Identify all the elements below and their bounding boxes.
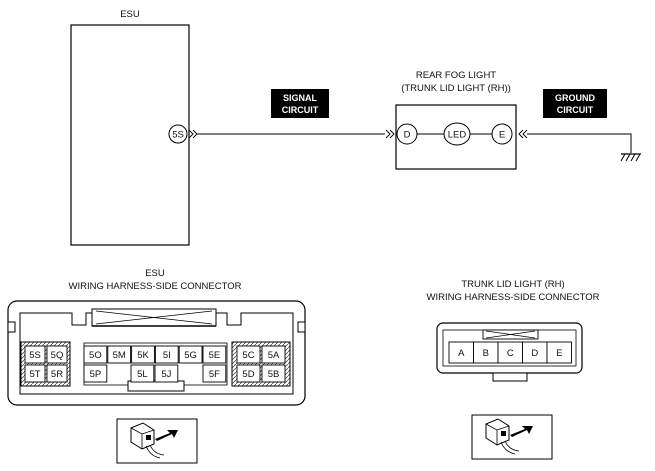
pin-cell: 5T	[24, 364, 46, 383]
pin-label: E	[556, 348, 562, 359]
svg-text:SIGNAL: SIGNAL	[283, 93, 318, 103]
trunk-connector-subtitle: WIRING HARNESS-SIDE CONNECTOR	[427, 292, 600, 303]
pin-label: 5T	[29, 369, 40, 380]
pin-label: 5Q	[51, 350, 64, 361]
fog-pin-e: E	[491, 123, 513, 145]
ground-circuit-badge: GROUND CIRCUIT	[543, 89, 607, 118]
pin-cell: D	[522, 341, 548, 364]
esu-left-pin-block: 5S 5Q 5T 5R	[24, 345, 68, 383]
pin-label: 5P	[90, 369, 102, 380]
ground-wire	[527, 133, 632, 153]
pin-cell: 5A	[261, 345, 286, 364]
fog-pin-d: D	[396, 123, 418, 145]
pin-cell: 5D	[236, 364, 261, 383]
pin-label: 5L	[137, 369, 148, 380]
pin-cell: 5L	[130, 364, 155, 383]
led-element: LED	[443, 122, 471, 146]
esu-right-pin-block: 5C 5A 5D 5B	[236, 345, 286, 383]
svg-text:GROUND: GROUND	[555, 93, 595, 103]
pin-label: 5A	[268, 350, 280, 361]
pin-label: 5G	[184, 350, 197, 361]
pin-cell: 5R	[46, 364, 68, 383]
pin-label: D	[531, 348, 538, 359]
esu-connector-subtitle: WIRING HARNESS-SIDE CONNECTOR	[69, 281, 242, 292]
svg-text:D: D	[404, 130, 411, 141]
pin-cell: 5M	[107, 345, 132, 364]
pin-cell: 5F	[202, 364, 227, 383]
pin-cell: 5I	[154, 345, 179, 364]
pin-label: 5C	[242, 350, 254, 361]
esu-connector-title: ESU	[145, 268, 165, 279]
esu-pin-5s: 5S	[168, 124, 188, 144]
pin-cell: 5Q	[46, 345, 68, 364]
pin-label: 5E	[209, 350, 221, 361]
pin-label: 5B	[268, 369, 280, 380]
pin-label: 5M	[113, 350, 126, 361]
ground-icon	[620, 153, 641, 162]
pin-cell: B	[473, 341, 499, 364]
connector-chevron-icon	[188, 129, 198, 139]
pin-cell: E	[546, 341, 572, 364]
pin-cell: 5G	[178, 345, 203, 364]
svg-text:E: E	[499, 130, 505, 141]
connector-chevron-icon	[518, 129, 528, 139]
connector-chevron-icon	[385, 129, 395, 139]
pin-label: 5I	[163, 350, 171, 361]
pin-cell: C	[497, 341, 523, 364]
pin-cell: 5J	[154, 364, 179, 383]
pin-label: 5D	[242, 369, 254, 380]
pin-label: 5R	[51, 369, 63, 380]
pin-label: 5J	[161, 369, 171, 380]
pin-label: 5K	[137, 350, 149, 361]
pin-cell: 5B	[261, 364, 286, 383]
trunk-connector-title: TRUNK LID LIGHT (RH)	[461, 279, 564, 290]
svg-text:LED: LED	[448, 130, 467, 141]
pin-cell: 5O	[83, 345, 108, 364]
pin-cell: 5C	[236, 345, 261, 364]
pin-label: 5O	[89, 350, 102, 361]
svg-text:CIRCUIT: CIRCUIT	[557, 105, 594, 115]
esu-middle-top-pins: 5O 5M 5K 5I 5G 5E	[83, 345, 227, 364]
esu-pin-label: 5S	[172, 130, 184, 141]
pin-cell: 5P	[83, 364, 108, 383]
trunk-pin-row: A B C D E	[448, 341, 572, 364]
svg-text:CIRCUIT: CIRCUIT	[282, 105, 319, 115]
pin-label: A	[458, 348, 465, 359]
esu-middle-bottom-pins: 5P 5L 5J 5F	[83, 364, 227, 383]
pin-cell: 5K	[131, 345, 155, 364]
pin-label: B	[483, 348, 489, 359]
pin-cell: 5E	[202, 345, 227, 364]
rear-fog-light-subtitle: (TRUNK LID LIGHT (RH))	[401, 83, 511, 94]
connector-insert-icon	[116, 418, 198, 464]
pin-cell: 5S	[24, 345, 46, 364]
signal-circuit-badge: SIGNAL CIRCUIT	[271, 89, 329, 118]
rear-fog-light-title: REAR FOG LIGHT	[416, 70, 496, 81]
pin-cell: A	[448, 341, 474, 364]
pin-label: C	[507, 348, 514, 359]
esu-label: ESU	[120, 9, 140, 20]
pin-label: 5S	[29, 350, 41, 361]
connector-insert-icon	[471, 414, 553, 460]
pin-label: 5F	[209, 369, 220, 380]
